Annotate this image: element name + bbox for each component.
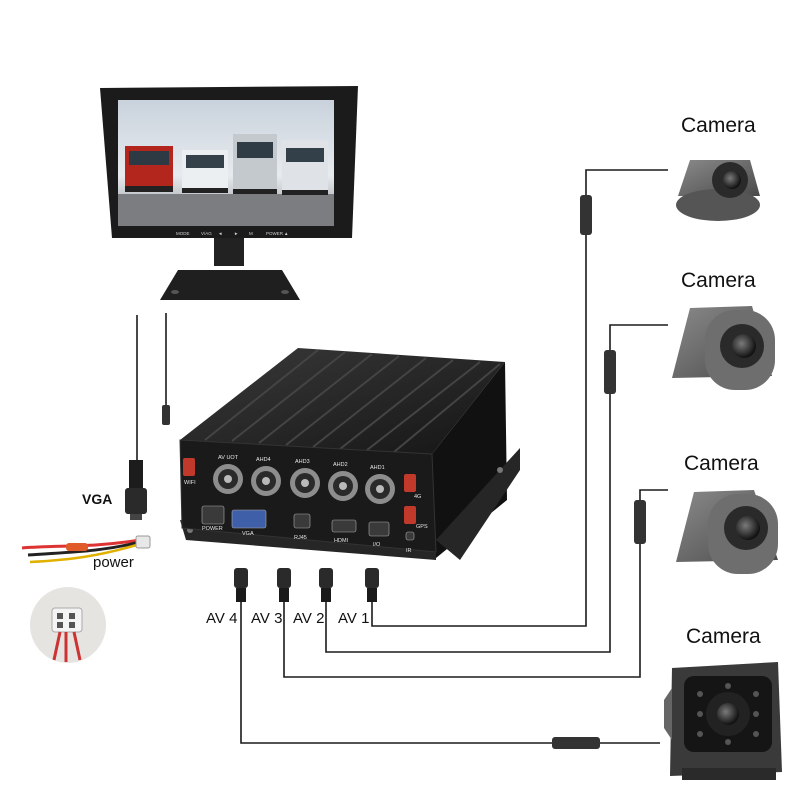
svg-text:RJ45: RJ45 (294, 535, 307, 541)
wifi-antenna-port: WIFI (183, 458, 196, 486)
svg-text:IR: IR (406, 548, 412, 554)
power-connector-closeup (30, 587, 106, 663)
port-av-uot: AV UOT (213, 455, 243, 494)
svg-text:AHD1: AHD1 (370, 465, 385, 471)
port-ahd3: AHD3 (290, 459, 320, 498)
power-harness (21, 535, 151, 564)
inline-connectors (552, 195, 646, 749)
monitor-button-2[interactable]: ◄ (218, 231, 222, 236)
port-ir: IR (405, 531, 415, 554)
av-plug-4 (234, 568, 248, 602)
monitor-button-row: MODE V/AG ◄ ► M POWER▲ (176, 231, 288, 236)
svg-text:I/O: I/O (373, 542, 381, 548)
truck-silver (233, 134, 277, 194)
av-plug-group (234, 568, 379, 602)
svg-text:AHD3: AHD3 (295, 459, 310, 465)
truck-red (125, 146, 173, 192)
av-plug-2 (319, 568, 333, 602)
camera-dome (676, 160, 760, 221)
monitor-button-1[interactable]: V/AG (201, 231, 212, 236)
camera-label-3: Camera (684, 452, 759, 475)
av-label-1: AV 1 (338, 610, 369, 627)
av-plug-1 (365, 568, 379, 602)
port-ahd4: AHD4 (251, 457, 281, 496)
svg-text:4G: 4G (414, 494, 421, 500)
port-ahd1: AHD1 (365, 465, 395, 504)
camera-label-1: Camera (681, 114, 756, 137)
port-vga: VGA (231, 509, 267, 537)
camera-label-4: Camera (686, 625, 761, 648)
power-plug (162, 405, 170, 425)
monitor-button-6[interactable]: ▲ (284, 231, 288, 236)
truck-white-2 (282, 140, 328, 195)
port-power: POWER (201, 505, 225, 532)
port-ahd2: AHD2 (328, 462, 358, 501)
av-label-group: AV 4 AV 3 AV 2 AV 1 (206, 610, 369, 627)
power-label: power (93, 554, 134, 571)
svg-text:VGA: VGA (242, 531, 254, 537)
svg-text:AV UOT: AV UOT (218, 455, 239, 461)
av-plug-3 (277, 568, 291, 602)
port-hdmi: HDMI (331, 519, 357, 544)
vga-connector (125, 460, 147, 520)
port-i-o: I/O (368, 521, 390, 548)
svg-text:WIFI: WIFI (184, 480, 196, 486)
port-rj45: RJ45 (293, 513, 311, 541)
camera-side-2 (676, 490, 778, 574)
camera-label-2: Camera (681, 269, 756, 292)
av-wires (240, 169, 668, 744)
vga-label: VGA (82, 491, 112, 507)
camera-rear (664, 662, 782, 780)
svg-text:AHD2: AHD2 (333, 462, 348, 468)
monitor-button-5[interactable]: POWER (266, 231, 284, 236)
truck-white-1 (182, 150, 228, 193)
monitor-button-0[interactable]: MODE (176, 231, 190, 236)
svg-text:AHD4: AHD4 (256, 457, 271, 463)
monitor-button-3[interactable]: ► (234, 231, 238, 236)
svg-text:GPS: GPS (416, 524, 428, 530)
monitor: MODE V/AG ◄ ► M POWER▲ (100, 86, 358, 300)
gps-antenna-port: GPS (404, 506, 428, 530)
camera-side-1 (672, 306, 775, 390)
monitor-button-4[interactable]: M (249, 231, 253, 236)
av-label-2: AV 2 (293, 610, 324, 627)
svg-text:POWER: POWER (202, 526, 223, 532)
av-label-3: AV 3 (251, 610, 282, 627)
av-label-4: AV 4 (206, 610, 237, 627)
svg-text:HDMI: HDMI (334, 538, 349, 544)
4g-antenna-port: 4G (404, 474, 421, 500)
